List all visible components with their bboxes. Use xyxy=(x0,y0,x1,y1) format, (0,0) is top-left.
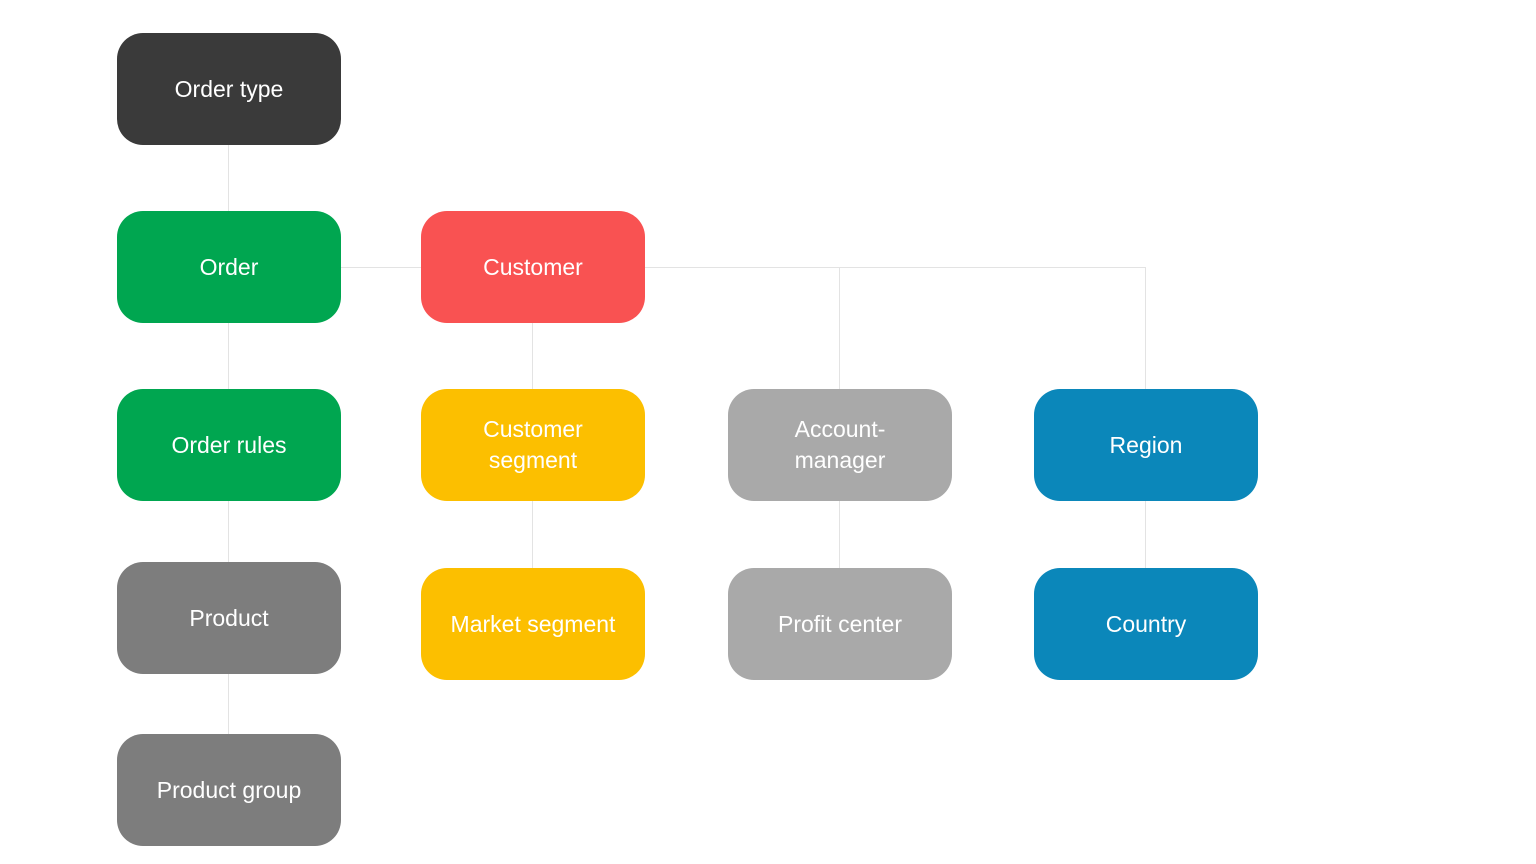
node-market-segment[interactable]: Market segment xyxy=(421,568,645,680)
connector-line xyxy=(532,323,533,389)
node-account-manager[interactable]: Account- manager xyxy=(728,389,952,501)
node-customer[interactable]: Customer xyxy=(421,211,645,323)
node-region[interactable]: Region xyxy=(1034,389,1258,501)
connector-line xyxy=(1145,267,1146,389)
connector-line xyxy=(228,673,229,734)
node-product-group[interactable]: Product group xyxy=(117,734,341,846)
connector-line xyxy=(645,267,1146,268)
connector-line xyxy=(839,267,840,389)
connector-line xyxy=(341,267,421,268)
node-customer-segment[interactable]: Customer segment xyxy=(421,389,645,501)
connector-line xyxy=(228,323,229,389)
connector-line xyxy=(532,501,533,568)
node-product[interactable]: Product xyxy=(117,562,341,674)
node-profit-center[interactable]: Profit center xyxy=(728,568,952,680)
connector-line xyxy=(228,145,229,211)
connector-line xyxy=(839,501,840,568)
node-order[interactable]: Order xyxy=(117,211,341,323)
node-order-type[interactable]: Order type xyxy=(117,33,341,145)
node-order-rules[interactable]: Order rules xyxy=(117,389,341,501)
connector-line xyxy=(228,501,229,562)
connector-line xyxy=(1145,501,1146,568)
node-country[interactable]: Country xyxy=(1034,568,1258,680)
